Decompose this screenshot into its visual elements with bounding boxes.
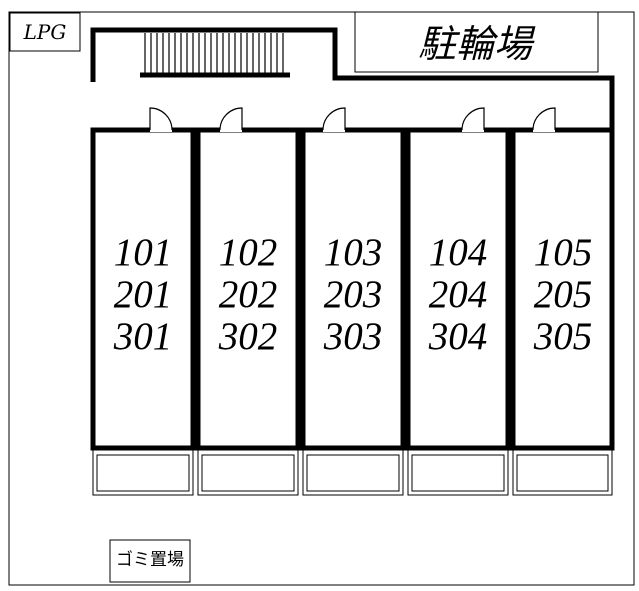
bicycle-parking-label: 駐輪場 — [417, 22, 532, 66]
balcony-3 — [302, 449, 404, 496]
balcony-4 — [407, 449, 509, 496]
unit-number: 304 — [428, 315, 488, 358]
unit-number: 203 — [323, 273, 383, 316]
unit-labels-3: 103 203 303 — [303, 232, 403, 358]
unit-number: 303 — [323, 315, 383, 358]
unit-number: 301 — [113, 315, 173, 358]
unit-number: 305 — [533, 315, 593, 358]
balcony-2 — [197, 449, 299, 496]
unit-room-5 — [510, 127, 615, 451]
door-icon-2 — [219, 107, 243, 132]
unit-room-4 — [405, 127, 511, 451]
bicycle-parking-outline — [354, 12, 599, 73]
unit-number: 204 — [428, 273, 488, 316]
unit-number: 205 — [533, 273, 593, 316]
balcony-1 — [92, 449, 194, 496]
unit-number: 202 — [218, 273, 278, 316]
unit-number: 102 — [218, 231, 278, 274]
staircase-icon — [140, 33, 290, 78]
unit-labels-1: 101 201 301 — [93, 232, 193, 358]
unit-labels-4: 104 204 304 — [408, 232, 508, 358]
unit-number: 103 — [323, 231, 383, 274]
unit-room-3 — [300, 127, 406, 451]
unit-number: 104 — [428, 231, 488, 274]
lpg-label: LPG — [23, 20, 67, 44]
door-icon-3 — [322, 107, 346, 132]
unit-number: 105 — [533, 231, 593, 274]
unit-labels-5: 105 205 305 — [513, 232, 613, 358]
corridor-wall — [90, 27, 615, 130]
lot-boundary — [8, 11, 635, 586]
garbage-box — [109, 539, 191, 583]
garbage-area-label: ゴミ置場 — [116, 550, 184, 570]
unit-room-1 — [90, 127, 196, 451]
lpg-box — [9, 12, 81, 52]
door-icon-5 — [532, 107, 556, 132]
unit-room-2 — [195, 127, 301, 451]
door-icon-1 — [149, 107, 173, 132]
unit-number: 101 — [113, 231, 173, 274]
door-icon-4 — [461, 107, 485, 132]
unit-labels-2: 102 202 302 — [198, 232, 298, 358]
balcony-5 — [512, 449, 613, 496]
unit-number: 201 — [113, 273, 173, 316]
unit-number: 302 — [218, 315, 278, 358]
